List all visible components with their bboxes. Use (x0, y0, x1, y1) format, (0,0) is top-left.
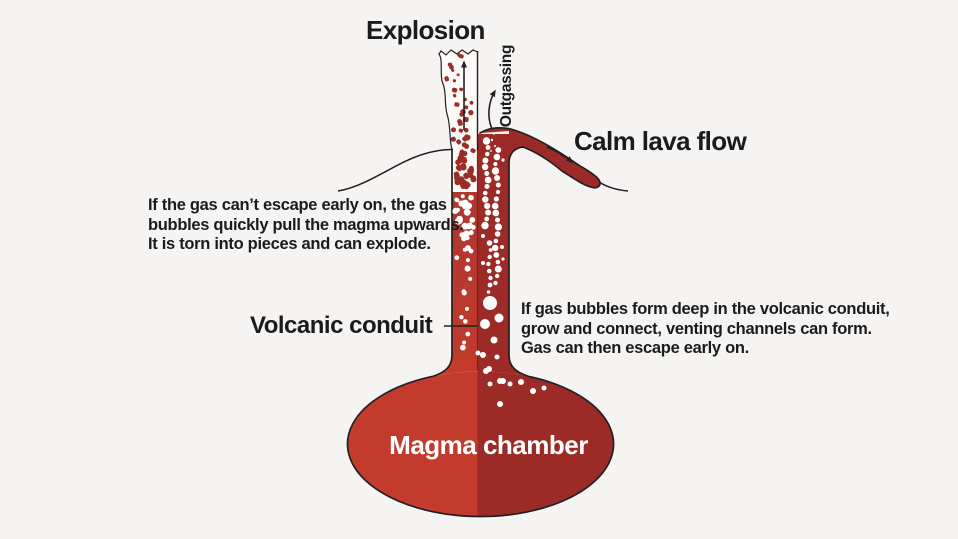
outgassing-label: Outgassing (498, 44, 515, 128)
venting-channels (480, 133, 506, 384)
venting-path-annotation: If gas bubbles form deep in the volcanic… (521, 300, 890, 357)
lava-flow-arrow (546, 146, 574, 163)
eruption-plume-outline (438, 49, 478, 151)
gas-bubbles-left (452, 194, 476, 351)
ground-line-left (337, 148, 453, 192)
volcanic-conduit-label: Volcanic conduit (250, 312, 433, 339)
conduit-neck-left (433, 355, 478, 377)
explosion-label: Explosion (366, 15, 485, 45)
magma-chamber-label: Magma chamber (389, 430, 588, 460)
explosive-path-annotation: If the gas can’t escape early on, the ga… (148, 196, 464, 253)
chamber-bubbles (475, 350, 547, 407)
volcano-outline (346, 127, 615, 518)
outgassing-arrow (488, 89, 496, 130)
calm-lava-flow-label: Calm lava flow (574, 126, 747, 156)
lava-flow-arm (480, 127, 601, 188)
magma-chamber-body (347, 371, 614, 517)
ground-line-right (598, 181, 629, 192)
